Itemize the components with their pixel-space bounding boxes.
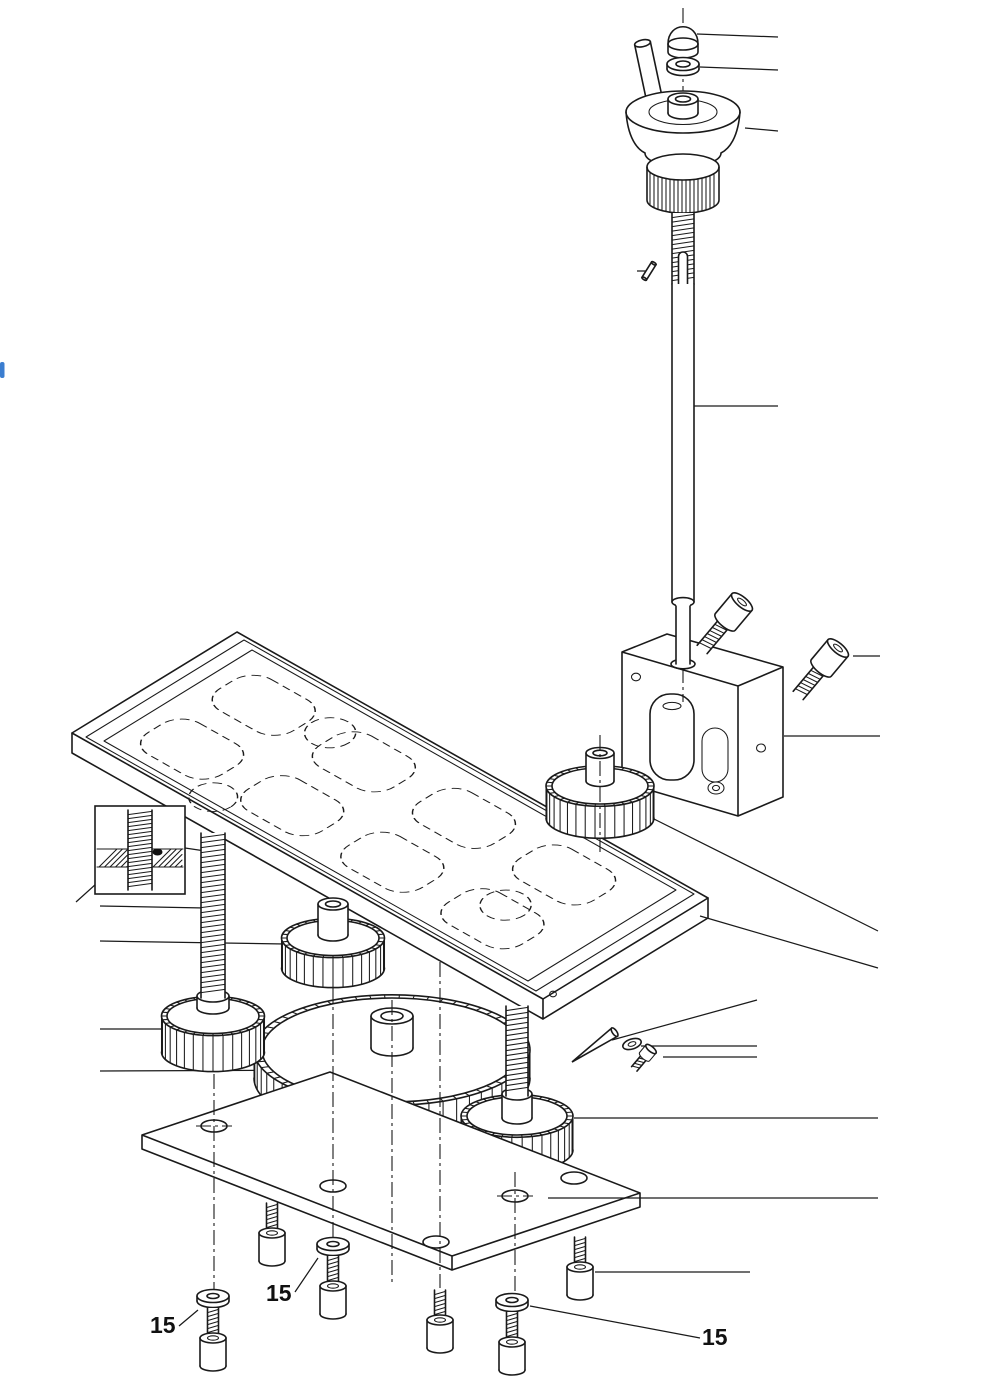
pulley-hub <box>667 92 699 120</box>
inset-nut-detail <box>152 848 163 856</box>
callout-labels: 15 15 15 <box>150 1280 728 1350</box>
flat-washer-top <box>666 56 700 77</box>
cap-screw-b <box>792 638 850 701</box>
mounting-screws <box>199 1202 594 1376</box>
callout-leader-lines <box>75 33 880 1072</box>
base-plate <box>141 1071 641 1271</box>
u-slot <box>649 693 695 781</box>
base-hole <box>422 1235 450 1249</box>
detail-inset-box <box>94 805 186 895</box>
hex-socket-icon <box>833 643 843 653</box>
mounting-washers <box>196 1236 529 1313</box>
idler-gear <box>280 917 386 989</box>
drive-shaft <box>640 212 695 665</box>
screen-artifact <box>0 362 5 378</box>
acorn-nut <box>667 26 699 59</box>
left-lead-screw <box>200 832 226 999</box>
set-screw <box>630 1043 658 1072</box>
right-lead-screw <box>505 1005 529 1097</box>
hex-socket-icon <box>737 597 747 607</box>
cap-screw-a <box>696 592 754 655</box>
callout-label-1: 15 <box>150 1312 176 1338</box>
handle-pin <box>633 38 664 106</box>
base-hole <box>560 1171 588 1185</box>
small-washer <box>622 1037 642 1051</box>
bearing-block <box>621 633 784 817</box>
callout-leader-lines-lower <box>178 915 879 1339</box>
plate-slot-pattern <box>139 674 617 950</box>
callout-label-2: 15 <box>266 1280 292 1306</box>
roll-pin <box>640 260 658 282</box>
knurled-collar <box>646 153 720 214</box>
table-plate <box>71 631 709 1020</box>
taper-pin <box>571 1026 619 1063</box>
center-axis-lines <box>196 668 684 1296</box>
callout-label-3: 15 <box>702 1324 728 1350</box>
inset-lead-screw-section <box>127 809 153 891</box>
idler-gear-hub <box>317 897 349 942</box>
